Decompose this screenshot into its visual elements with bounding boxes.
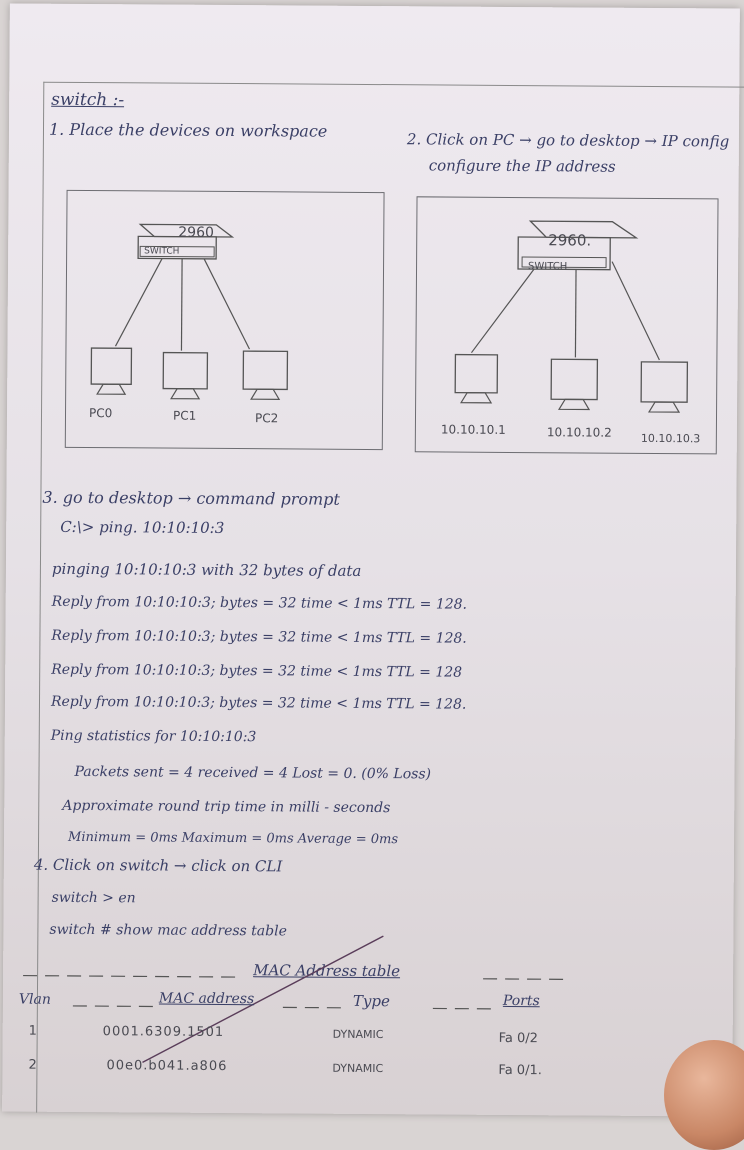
table-cell-mac: 00e0.b041.a806 bbox=[106, 1058, 227, 1074]
table-cell-vlan: 1 bbox=[29, 1024, 37, 1039]
table-cell-type: DYNAMIC bbox=[332, 1062, 383, 1075]
table-cell-ports: Fa 0/1. bbox=[498, 1063, 542, 1078]
notebook-page: switch :- 1. Place the devices on worksp… bbox=[2, 3, 740, 1116]
table-dashes bbox=[2, 3, 740, 1116]
table-header-mac: MAC address bbox=[159, 991, 254, 1008]
table-header-ports: Ports bbox=[503, 993, 540, 1009]
table-cell-mac: 0001.6309.1501 bbox=[103, 1024, 225, 1040]
table-cell-ports: Fa 0/2 bbox=[499, 1031, 538, 1046]
table-header-vlan: Vlan bbox=[19, 992, 51, 1008]
table-cell-type: DYNAMIC bbox=[333, 1028, 384, 1041]
table-cell-vlan: 2 bbox=[28, 1058, 36, 1073]
table-header-type: Type bbox=[353, 992, 390, 1010]
